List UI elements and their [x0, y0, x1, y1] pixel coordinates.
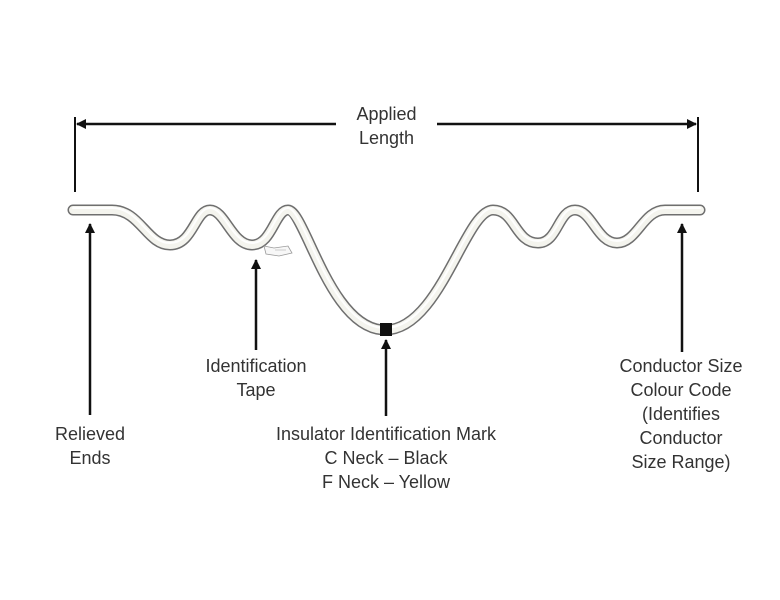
- tie-wire: [67, 204, 706, 336]
- identification-tape-label: Identification Tape: [186, 354, 326, 402]
- insulator-mark-label: Insulator Identification Mark C Neck – B…: [236, 422, 536, 494]
- conductor-size-line3: (Identifies: [641, 404, 721, 424]
- conductor-size-line4: Conductor: [639, 428, 723, 448]
- insulator-mark-line1: Insulator Identification Mark: [275, 424, 497, 444]
- conductor-size-line2: Colour Code: [630, 380, 732, 400]
- conductor-size-label: Conductor Size Colour Code (Identifies C…: [596, 354, 766, 474]
- identification-tape-line2: Tape: [236, 380, 276, 400]
- insulator-mark-line2: C Neck – Black: [324, 448, 448, 468]
- conductor-size-line1: Conductor Size: [619, 356, 743, 376]
- applied-length-line2: Length: [358, 128, 415, 148]
- relieved-ends-line2: Ends: [69, 448, 111, 468]
- identification-tape-line1: Identification: [205, 356, 307, 376]
- relieved-ends-line1: Relieved: [54, 424, 126, 444]
- insulator-mark: [380, 323, 392, 336]
- conductor-size-line5: Size Range): [631, 452, 731, 472]
- insulator-mark-line3: F Neck – Yellow: [321, 472, 451, 492]
- relieved-ends-label: Relieved Ends: [40, 422, 140, 470]
- applied-length-line1: Applied: [356, 104, 417, 124]
- identification-tape-graphic: [263, 245, 293, 257]
- applied-length-label: Applied Length: [336, 102, 437, 150]
